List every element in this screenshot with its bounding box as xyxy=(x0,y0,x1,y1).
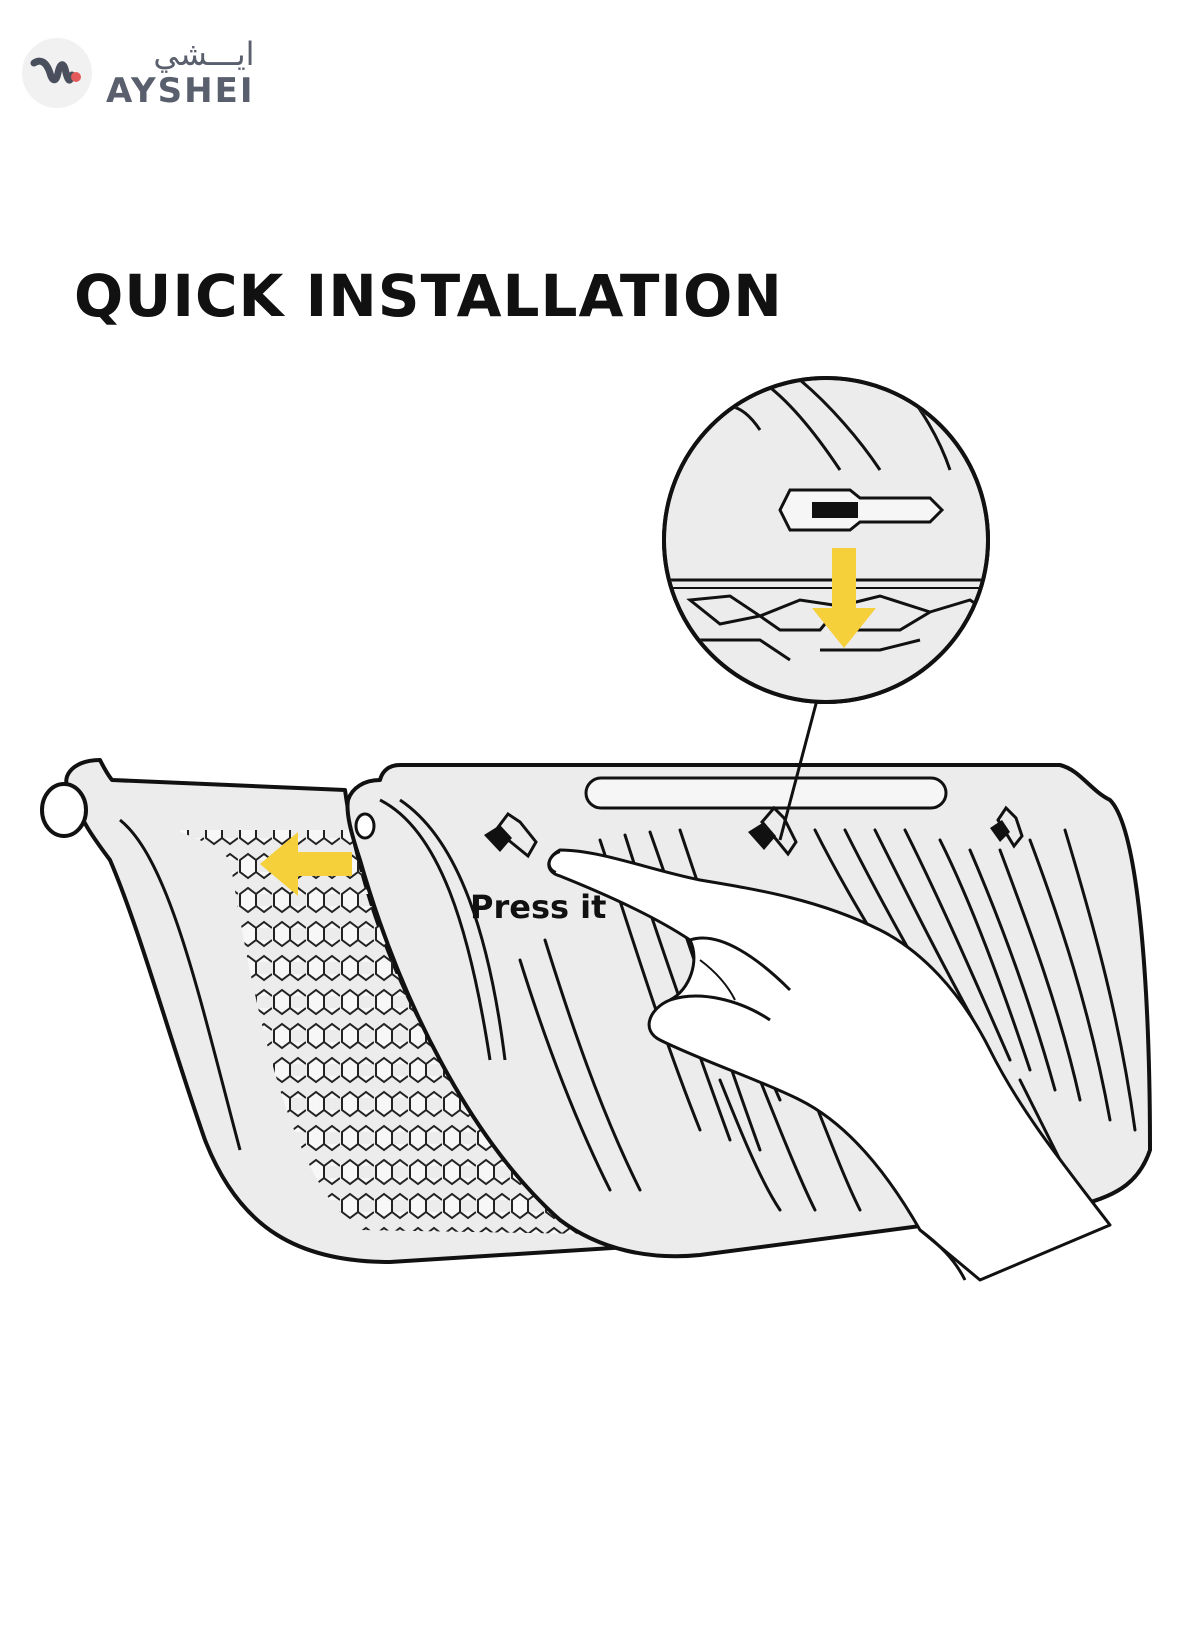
keyhole-slot-left xyxy=(484,811,538,859)
keyhole-slot-middle xyxy=(748,805,798,857)
brand-name-arabic: ايـــشي xyxy=(153,35,255,73)
ayshei-logo-icon xyxy=(22,38,92,108)
zoom-leader-line xyxy=(778,699,819,841)
press-it-label: Press it xyxy=(470,888,607,926)
brand-name: AYSHEI xyxy=(106,71,255,111)
keyhole-slot-right xyxy=(990,805,1024,849)
left-arrow-icon xyxy=(260,832,352,896)
hanging-hole xyxy=(40,782,88,838)
zoom-inset xyxy=(662,376,990,704)
page-title: QUICK INSTALLATION xyxy=(74,262,783,330)
brand-logo: ايـــشي AYSHEI xyxy=(22,38,255,108)
hand-illustration xyxy=(547,848,1112,1282)
down-arrow-icon xyxy=(812,548,876,648)
